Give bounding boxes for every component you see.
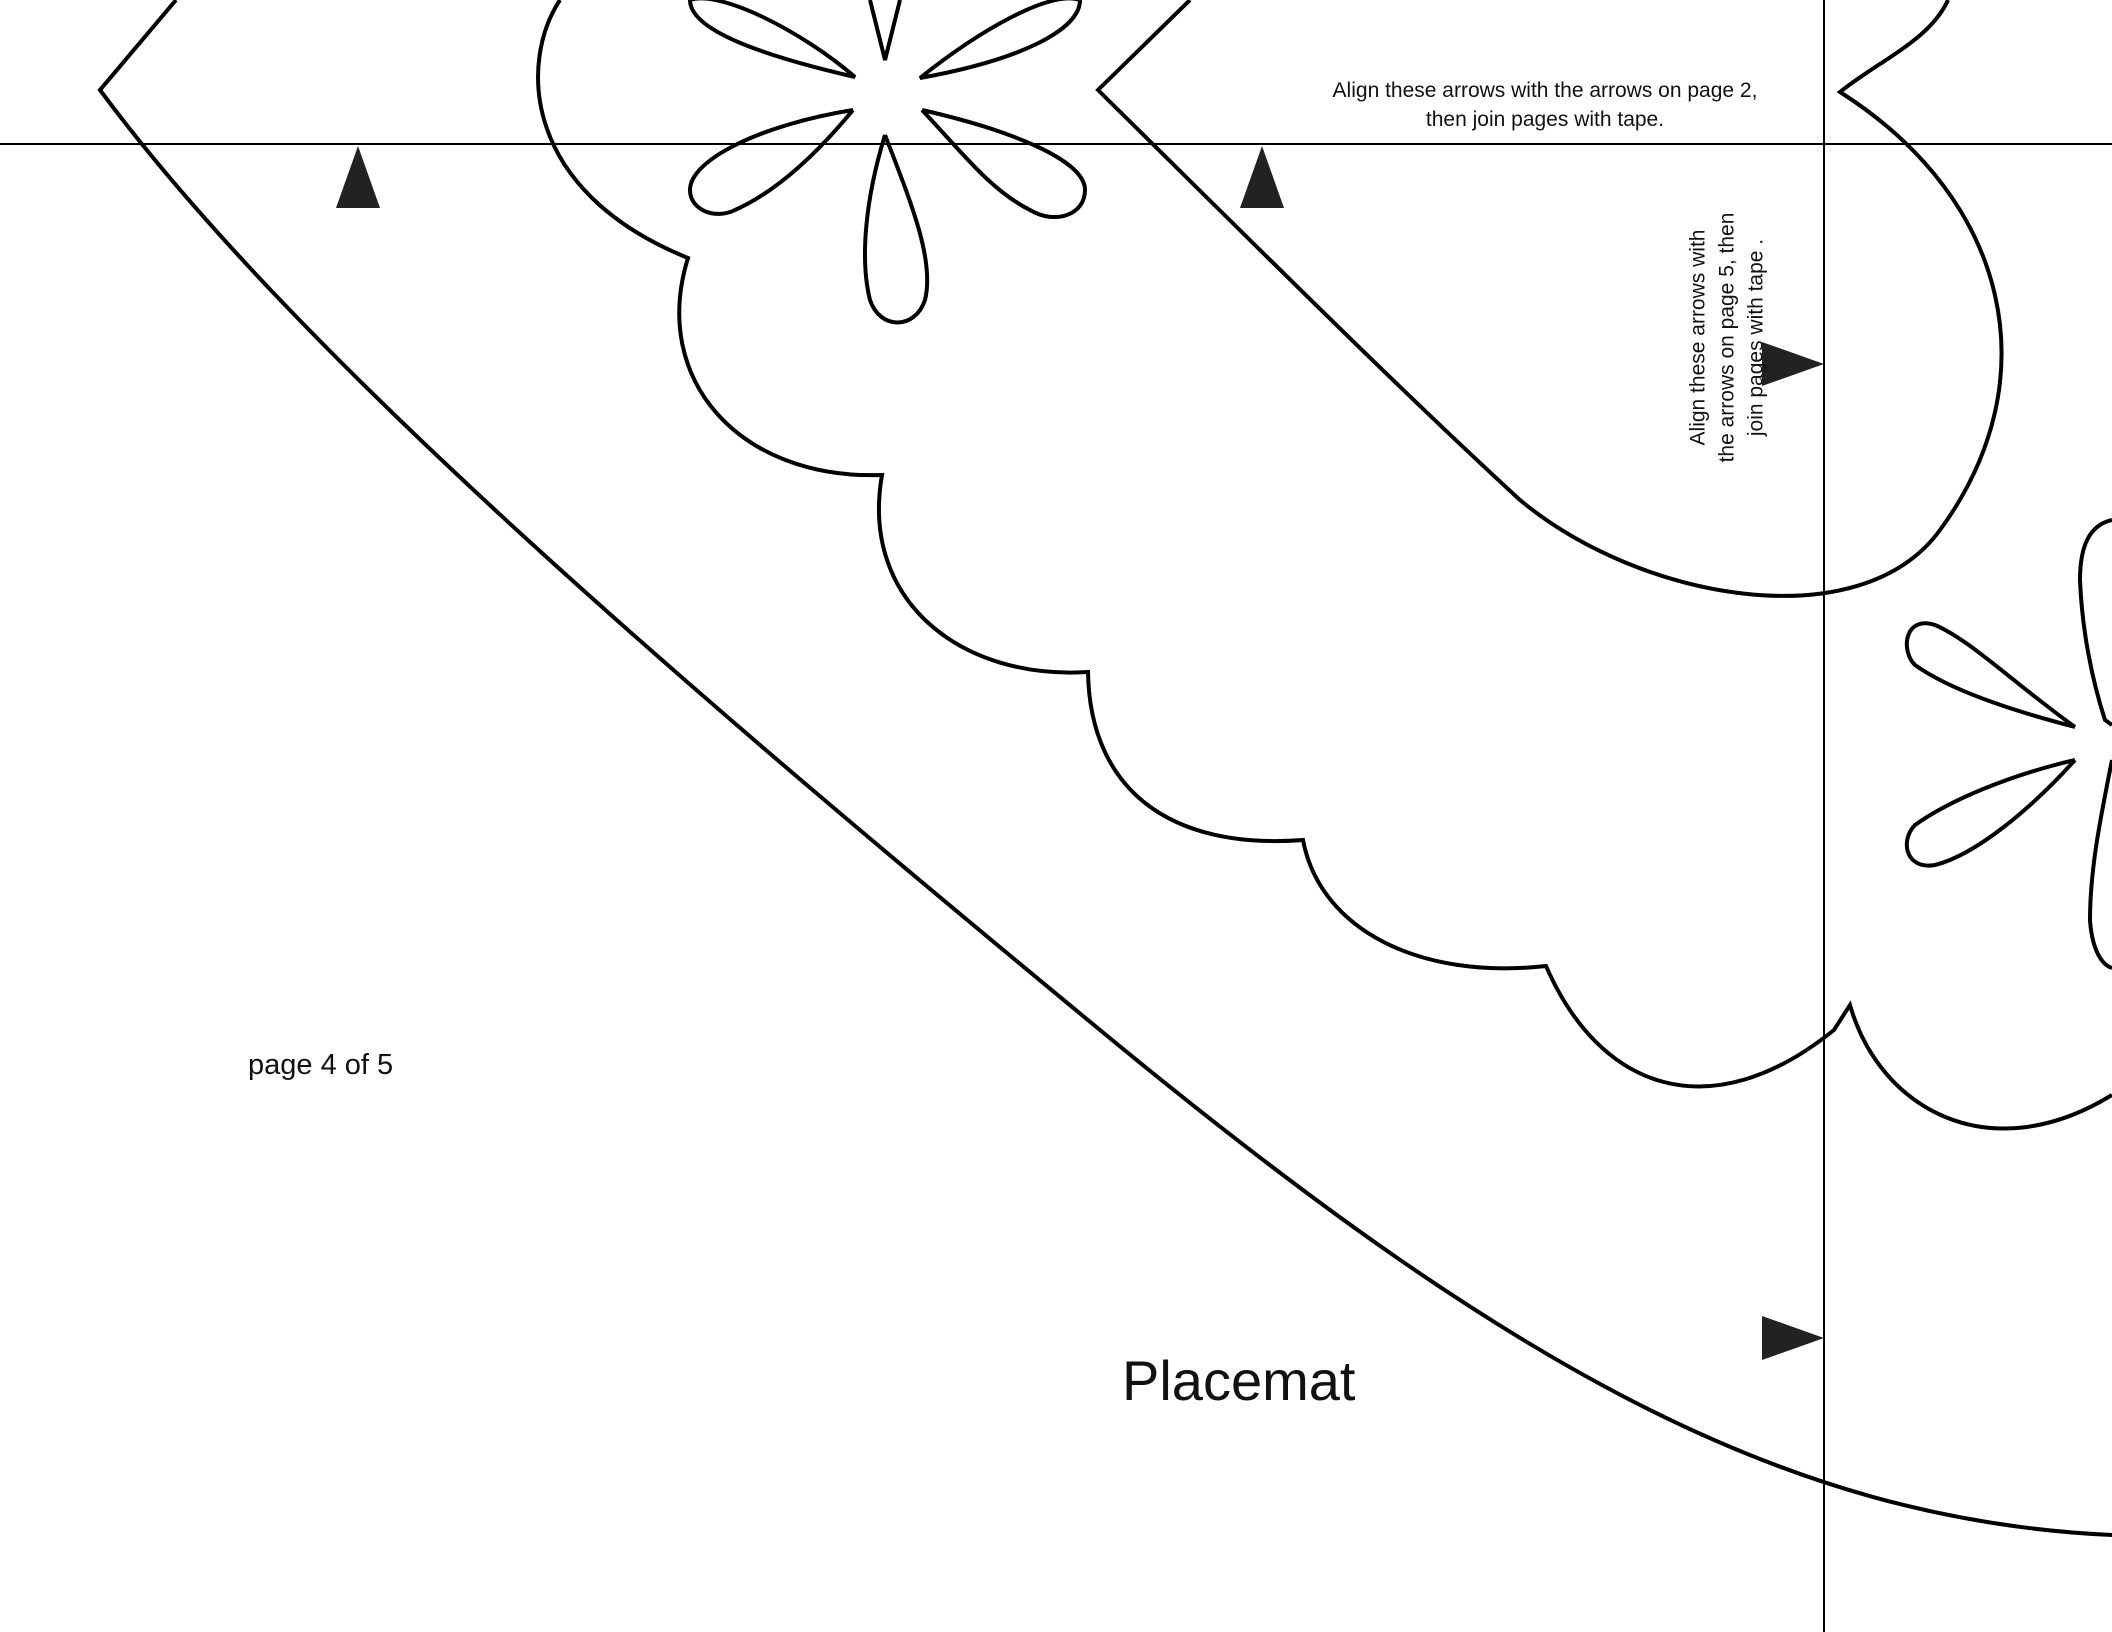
scalloped-border <box>536 0 2112 1131</box>
template-title: Placemat <box>1122 1349 1356 1412</box>
flower-right-petal-top <box>2077 518 2112 727</box>
align-note-top-line1: Align these arrows with the arrows on pa… <box>1332 79 1758 102</box>
flower-top-petal-upright <box>918 0 1082 80</box>
flower-right-petal-bottom <box>2087 759 2112 970</box>
align-note-side-line3: join pages with tape . <box>1744 238 1768 437</box>
align-arrow-up-center <box>1240 146 1284 208</box>
align-arrow-up-left <box>336 146 380 208</box>
inner-heart-outline <box>1095 0 2004 598</box>
flower-top-petal-up <box>868 0 902 61</box>
align-arrow-right-lower <box>1762 1316 1824 1360</box>
align-note-top-line2: then join pages with tape. <box>1425 108 1665 131</box>
page-number-label: page 4 of 5 <box>248 1049 394 1081</box>
flower-top-petal-upleft <box>688 0 857 79</box>
align-note-top: Align these arrows with the arrows on pa… <box>1280 76 1810 134</box>
flower-top-petal-right <box>920 108 1088 220</box>
align-note-side-line1: Align these arrows with <box>1686 229 1710 446</box>
flower-right-petal-lower <box>1904 758 2077 868</box>
flower-top-petal-down <box>863 134 930 325</box>
align-arrow-right-upper <box>1762 342 1824 386</box>
flower-top <box>687 0 1088 325</box>
flower-top-petal-left <box>687 108 855 216</box>
heart-outer-edge <box>97 0 2112 1537</box>
align-note-side-line2: the arrows on page 5, then <box>1715 212 1739 463</box>
flower-right-petal-upper <box>1904 621 2077 729</box>
align-note-side: Align these arrows with the arrows on pa… <box>1684 203 1771 473</box>
flower-right <box>1904 518 2112 970</box>
